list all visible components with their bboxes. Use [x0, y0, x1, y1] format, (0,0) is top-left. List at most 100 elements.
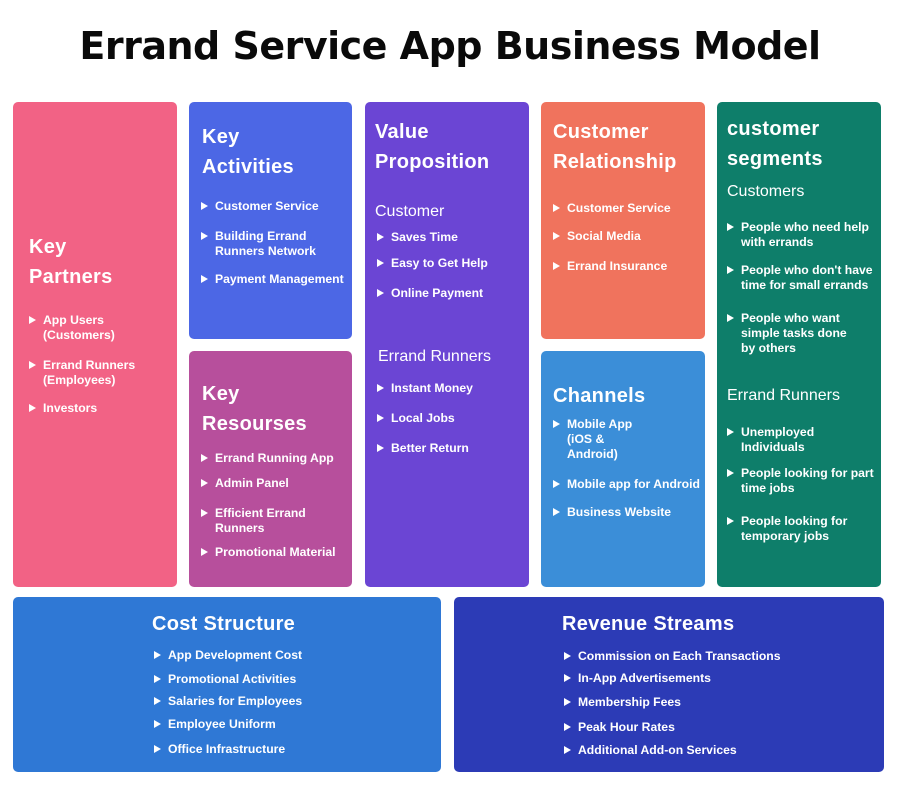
list-item: Peak Hour Rates — [562, 720, 862, 735]
chevron-right-icon — [201, 509, 208, 517]
value-proposition-runners-list: Instant Money Local Jobs Better Return — [375, 381, 525, 456]
value-proposition-customer-list: Saves Time Easy to Get Help Online Payme… — [375, 230, 525, 301]
chevron-right-icon — [553, 420, 560, 428]
list-item: App Users (Customers) — [27, 313, 177, 343]
chevron-right-icon — [564, 746, 571, 754]
key-activities-title: Key Activities — [202, 126, 294, 178]
revenue-streams-block: Revenue Streams Commission on Each Trans… — [454, 597, 884, 772]
chevron-right-icon — [29, 404, 36, 412]
chevron-right-icon — [727, 428, 734, 436]
channels-block: Channels Mobile App (iOS & Android) Mobi… — [541, 351, 705, 587]
channels-list: Mobile App (iOS & Android) Mobile app fo… — [551, 417, 703, 520]
list-item: Salaries for Employees — [152, 694, 412, 709]
chevron-right-icon — [564, 652, 571, 660]
chevron-right-icon — [377, 259, 384, 267]
chevron-right-icon — [29, 361, 36, 369]
list-item: People who want simple tasks done by oth… — [725, 311, 857, 356]
key-partners-list: App Users (Customers) Errand Runners (Em… — [27, 313, 177, 416]
list-item: Social Media — [551, 229, 701, 244]
cost-structure-block: Cost Structure App Development Cost Prom… — [13, 597, 441, 772]
chevron-right-icon — [154, 651, 161, 659]
list-item: Errand Runners (Employees) — [27, 358, 137, 388]
page-title: Errand Service App Business Model — [79, 24, 821, 68]
list-item: Local Jobs — [375, 411, 525, 426]
list-item: Saves Time — [375, 230, 525, 245]
revenue-streams-title: Revenue Streams — [562, 613, 735, 635]
chevron-right-icon — [564, 723, 571, 731]
chevron-right-icon — [727, 469, 734, 477]
chevron-right-icon — [29, 316, 36, 324]
customer-segments-runners-heading: Errand Runners — [727, 387, 840, 404]
revenue-streams-list: Commission on Each Transactions In-App A… — [562, 649, 862, 758]
list-item: People who need help with errands — [725, 220, 877, 250]
list-item: People looking for part time jobs — [725, 466, 879, 496]
list-item: Online Payment — [375, 286, 525, 301]
customer-relationship-list: Customer Service Social Media Errand Ins… — [551, 201, 701, 274]
chevron-right-icon — [377, 289, 384, 297]
list-item: Customer Service — [199, 199, 349, 214]
list-item: Errand Insurance — [551, 259, 701, 274]
chevron-right-icon — [201, 479, 208, 487]
chevron-right-icon — [377, 444, 384, 452]
value-proposition-runners-heading: Errand Runners — [378, 348, 491, 365]
list-item: Promotional Material — [199, 545, 349, 560]
customer-segments-customers-list: People who need help with errands People… — [725, 220, 877, 356]
list-item: Mobile App (iOS & Android) — [551, 417, 651, 462]
chevron-right-icon — [553, 204, 560, 212]
channels-title: Channels — [553, 385, 646, 407]
chevron-right-icon — [154, 697, 161, 705]
value-proposition-block: Value Proposition Customer Saves Time Ea… — [365, 102, 529, 587]
chevron-right-icon — [564, 674, 571, 682]
key-activities-list: Customer Service Building Errand Runners… — [199, 199, 349, 287]
chevron-right-icon — [201, 202, 208, 210]
list-item: Commission on Each Transactions — [562, 649, 862, 664]
list-item: Easy to Get Help — [375, 256, 525, 271]
list-item: People looking for temporary jobs — [725, 514, 855, 544]
chevron-right-icon — [154, 675, 161, 683]
chevron-right-icon — [377, 384, 384, 392]
chevron-right-icon — [553, 232, 560, 240]
list-item: Efficient Errand Runners — [199, 506, 309, 536]
chevron-right-icon — [564, 698, 571, 706]
customer-segments-customers-heading: Customers — [727, 183, 805, 200]
list-item: Investors — [27, 401, 177, 416]
chevron-right-icon — [727, 223, 734, 231]
list-item: Business Website — [551, 505, 703, 520]
list-item: App Development Cost — [152, 648, 412, 663]
chevron-right-icon — [377, 233, 384, 241]
list-item: Admin Panel — [199, 476, 349, 491]
customer-segments-runners-list: Unemployed Individuals People looking fo… — [725, 425, 879, 544]
list-item: Office Infrastructure — [152, 742, 412, 757]
chevron-right-icon — [201, 548, 208, 556]
chevron-right-icon — [201, 232, 208, 240]
list-item: Promotional Activities — [152, 672, 412, 687]
chevron-right-icon — [727, 517, 734, 525]
customer-segments-block: customer segments Customers People who n… — [717, 102, 881, 587]
list-item: Mobile app for Android — [551, 477, 703, 492]
chevron-right-icon — [201, 454, 208, 462]
key-activities-block: Key Activities Customer Service Building… — [189, 102, 352, 339]
list-item: Errand Running App — [199, 451, 349, 466]
list-item: Payment Management — [199, 272, 349, 287]
list-item: Better Return — [375, 441, 525, 456]
list-item: Additional Add-on Services — [562, 743, 862, 758]
value-proposition-title: Value Proposition — [375, 121, 490, 173]
list-item: People who don't have time for small err… — [725, 263, 877, 293]
list-item: Customer Service — [551, 201, 701, 216]
list-item: Instant Money — [375, 381, 525, 396]
chevron-right-icon — [553, 508, 560, 516]
chevron-right-icon — [727, 266, 734, 274]
key-resources-block: Key Resourses Errand Running App Admin P… — [189, 351, 352, 587]
chevron-right-icon — [154, 745, 161, 753]
chevron-right-icon — [154, 720, 161, 728]
cost-structure-title: Cost Structure — [152, 613, 296, 635]
chevron-right-icon — [553, 262, 560, 270]
chevron-right-icon — [553, 480, 560, 488]
cost-structure-list: App Development Cost Promotional Activit… — [152, 648, 412, 757]
chevron-right-icon — [727, 314, 734, 322]
list-item: Membership Fees — [562, 695, 862, 710]
list-item: In-App Advertisements — [562, 671, 862, 686]
key-resources-list: Errand Running App Admin Panel Efficient… — [199, 451, 349, 560]
key-partners-title: Key Partners — [29, 236, 113, 288]
list-item: Employee Uniform — [152, 717, 412, 732]
